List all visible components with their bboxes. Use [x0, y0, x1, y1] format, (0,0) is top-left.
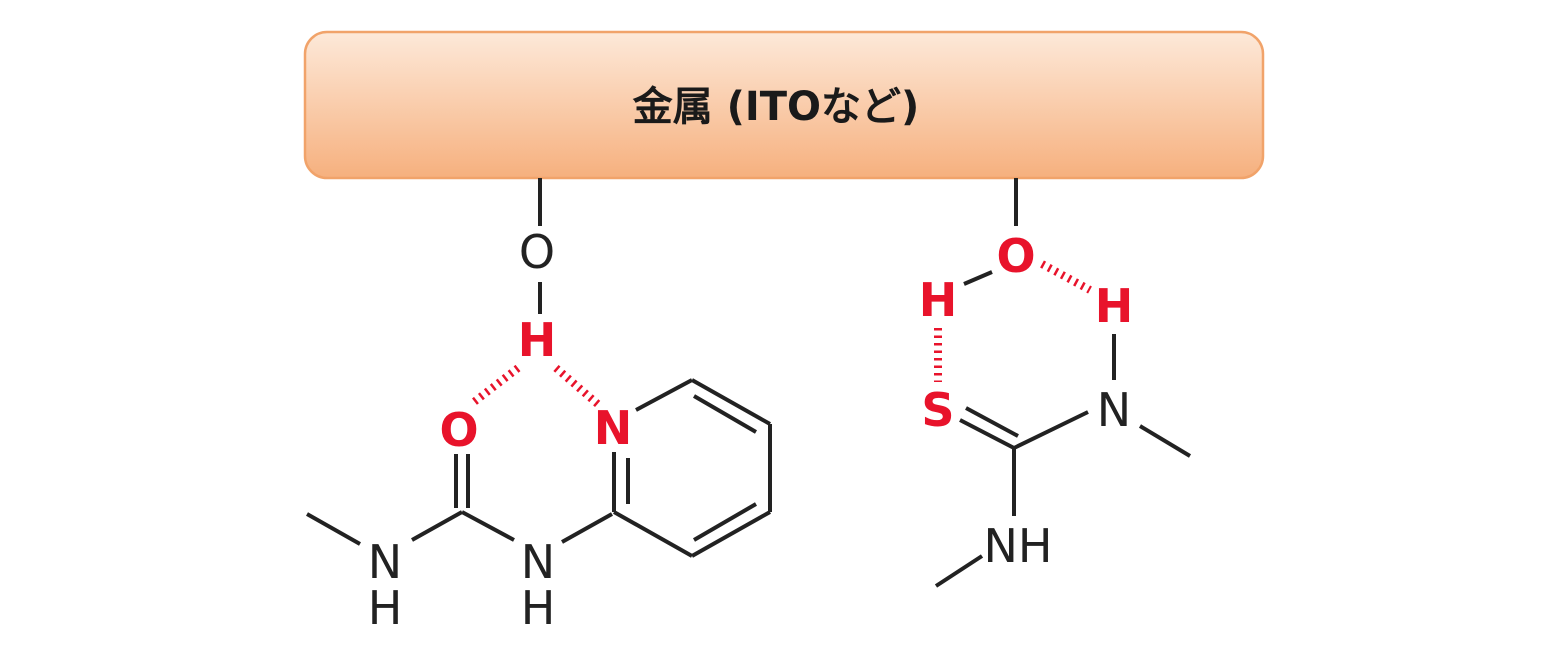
right-n-methyl-bond [1138, 424, 1192, 458]
right-surface-oxygen: O [996, 229, 1035, 283]
left-nh-pyridine-bond [561, 512, 613, 544]
pyridine-c3-c4-bond [691, 510, 771, 558]
pyridine-c2-c3-bond [613, 510, 693, 558]
pyridine-c6-n-bond [635, 378, 693, 412]
right-molecule-thiourea: O H S H N NH [919, 178, 1192, 588]
metal-surface-box [303, 30, 1265, 180]
left-hbond-h-to-carbonyl-o [471, 364, 521, 406]
right-nh-methyl-bond [934, 554, 984, 588]
right-hydrogen-left: H [919, 273, 958, 327]
left-c-n-right-bond [461, 510, 515, 542]
left-surface-oxygen: O [519, 225, 555, 279]
left-c-n-left-bond [411, 510, 463, 542]
left-nh-left-n: N [368, 535, 402, 589]
left-carbonyl-oxygen: O [439, 403, 478, 457]
metal-surface-label: 金属 (ITOなど) [632, 84, 920, 130]
left-molecule-pyridyl-urea: O H O N H N H N [306, 178, 772, 635]
pyridine-c5-c6-inner-bond [692, 394, 758, 434]
left-nh-right-h: H [521, 581, 556, 635]
right-sc-double-bond-a [959, 418, 1015, 450]
left-nh-left-h: H [368, 581, 403, 635]
right-nitrogen: N [1097, 383, 1131, 437]
left-pyridine-nitrogen: N [594, 401, 633, 455]
right-hbond-o-to-h-right [1040, 260, 1092, 294]
left-hydrogen: H [518, 313, 557, 367]
left-methyl-bond [306, 512, 361, 546]
right-sulfur: S [921, 383, 954, 437]
pyridine-c5-c6-bond [691, 378, 771, 426]
right-hydrogen-right: H [1095, 279, 1134, 333]
pyridine-c3-c4-inner-bond [692, 502, 758, 542]
right-o-h-left-bond [963, 270, 993, 286]
left-nh-right-n: N [521, 535, 555, 589]
left-hbond-h-to-pyridine-n [553, 364, 603, 410]
right-sc-double-bond-b [965, 406, 1019, 438]
right-nh-label: NH [984, 519, 1053, 573]
metal-surface: 金属 (ITOなど) [303, 30, 1265, 180]
right-c-n-bond [1013, 410, 1089, 450]
